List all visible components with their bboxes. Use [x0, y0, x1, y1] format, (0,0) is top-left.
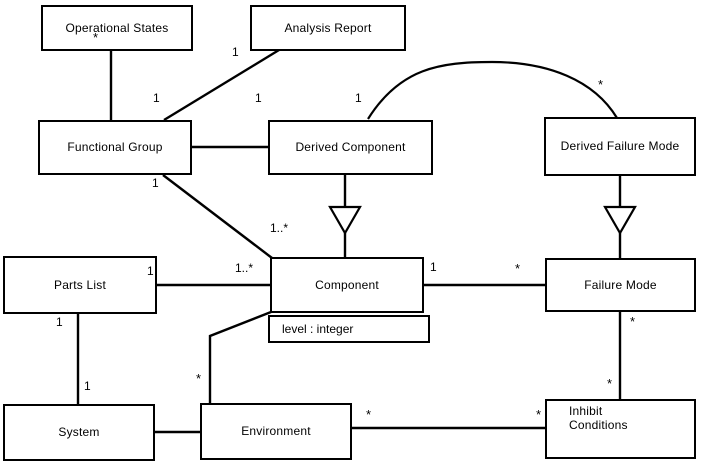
class-name-derived-failure-mode: Derived Failure Mode [560, 139, 680, 154]
multiplicity-label: * [607, 376, 613, 391]
multiplicity-label: 1 [232, 45, 239, 59]
class-box-environment[interactable]: Environment [200, 403, 352, 460]
class-box-functional-group[interactable]: Functional Group [38, 120, 192, 175]
class-box-inhibit-conditions[interactable]: Inhibit Conditions [545, 399, 696, 459]
class-name-derived-component: Derived Component [295, 140, 406, 155]
multiplicity-label: 1 [84, 379, 91, 393]
class-box-analysis-report[interactable]: Analysis Report [250, 5, 406, 51]
class-name-operational-states: Operational States [65, 20, 169, 35]
multiplicity-label: 1 [255, 91, 262, 105]
class-name-environment: Environment [241, 424, 311, 439]
multiplicity-label: 1 [152, 176, 159, 190]
edge-analysis-report-functional-group [163, 48, 280, 122]
multiplicity-label: * [598, 77, 604, 92]
multiplicity-label: * [630, 314, 636, 329]
class-box-operational-states[interactable]: Operational States [41, 5, 193, 51]
multiplicity-label: * [93, 30, 99, 45]
class-box-parts-list[interactable]: Parts List [3, 256, 157, 314]
class-name-analysis-report: Analysis Report [284, 20, 372, 35]
class-name-parts-list: Parts List [53, 277, 106, 292]
class-box-system[interactable]: System [3, 404, 155, 461]
class-name-failure-mode: Failure Mode [584, 277, 657, 292]
generalization-triangle-component [328, 205, 362, 236]
generalization-triangle-failure-mode [603, 205, 637, 236]
multiplicity-label: 1..* [235, 261, 254, 275]
class-name-component: Component [315, 277, 379, 292]
class-box-derived-failure-mode[interactable]: Derived Failure Mode [544, 117, 696, 176]
attribute-text-level: level : integer [282, 322, 354, 336]
edge-derived-component-derived-failure-mode [367, 60, 618, 120]
edge-component-environment [208, 310, 272, 403]
class-box-component[interactable]: Component [270, 257, 424, 313]
class-box-failure-mode[interactable]: Failure Mode [545, 258, 696, 312]
multiplicity-label: 1 [56, 315, 63, 329]
multiplicity-label: 1 [355, 91, 362, 105]
edge-functional-group-component [162, 174, 273, 259]
multiplicity-label: 1 [153, 91, 160, 105]
multiplicity-label: * [196, 371, 202, 386]
class-name-inhibit-conditions: Inhibit Conditions [569, 404, 628, 433]
multiplicity-label: * [515, 261, 521, 276]
multiplicity-label: 1 [430, 260, 437, 274]
class-attribute-component-level: level : integer [268, 315, 430, 343]
multiplicity-label: 1..* [270, 221, 289, 235]
class-box-derived-component[interactable]: Derived Component [268, 120, 433, 175]
class-name-system: System [58, 425, 100, 440]
multiplicity-label: * [366, 407, 372, 422]
class-name-functional-group: Functional Group [67, 140, 163, 155]
multiplicity-label: 1 [147, 264, 154, 278]
multiplicity-label: * [536, 407, 542, 422]
